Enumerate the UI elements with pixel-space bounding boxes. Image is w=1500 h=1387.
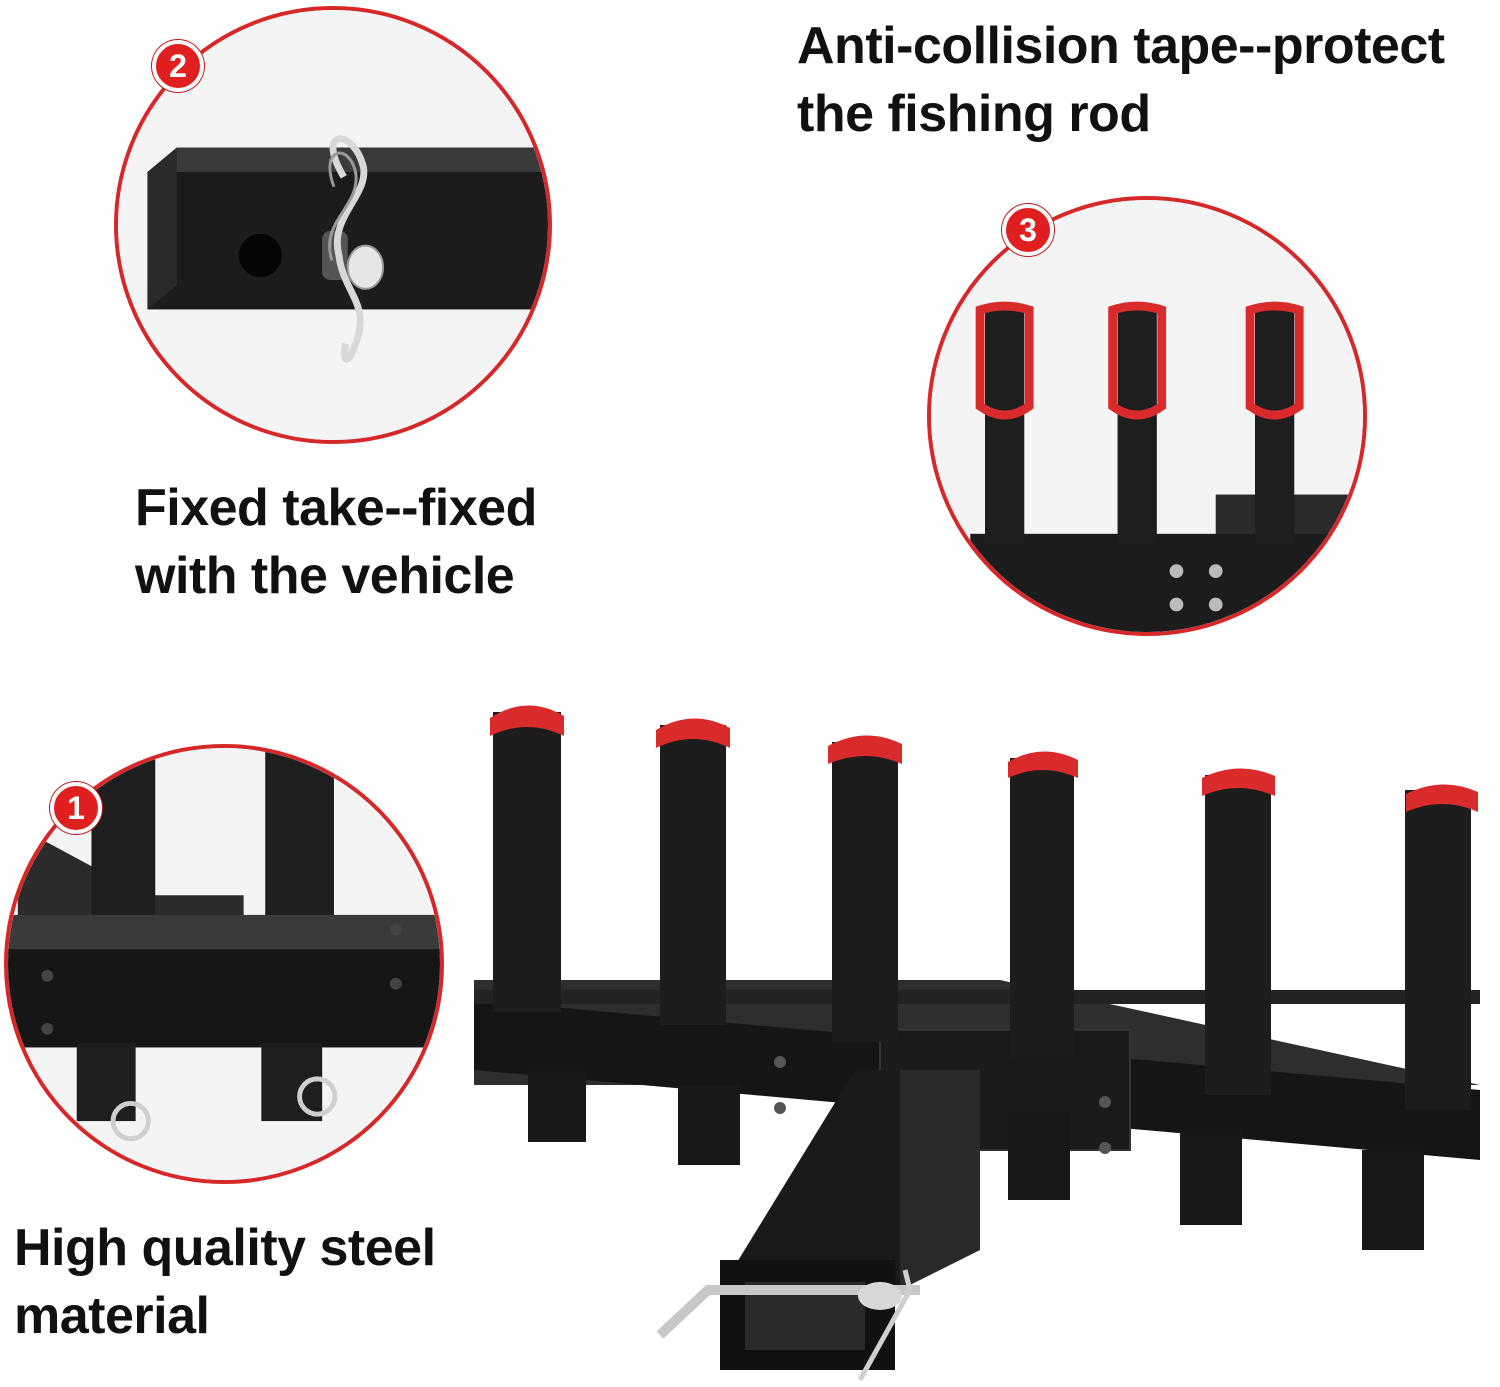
tape-3 [828,735,902,764]
caption-steel-line2: material [14,1287,210,1345]
tape-2 [656,718,730,748]
rod-tube-3 [832,742,898,1042]
rod-tube-6 [1405,790,1471,1110]
badge-number-3: 3 [1002,204,1054,256]
caption-steel-line1: High quality steel [14,1219,436,1277]
caption-fixed-take-line1: Fixed take--fixed [135,479,537,537]
badge-number-2: 2 [152,40,204,92]
rod-tube-4 [1010,758,1074,1058]
rod-tube-1 [493,712,561,1012]
tube-group [975,301,1304,544]
badge-number-1: 1 [50,782,102,834]
rod-tube-5 [1205,775,1271,1095]
detail-anti-collision-tape [927,196,1367,636]
caption-anti-collision: Anti-collision tape--protect the fishing… [797,12,1445,148]
caption-anti-collision-line1: Anti-collision tape--protect [797,17,1445,75]
caption-fixed-take: Fixed take--fixed with the vehicle [135,474,537,610]
tape-tubes-illustration [931,200,1363,632]
caption-steel: High quality steel material [14,1214,436,1350]
rod-tube-2 [660,725,726,1025]
hitch-pin [656,1285,920,1339]
rod-tubes [490,705,1478,1110]
tape-6 [1406,784,1478,812]
rod-holder-product [474,705,1480,1382]
tape-4 [1008,751,1078,778]
caption-fixed-take-line2: with the vehicle [135,547,515,605]
caption-anti-collision-line2: the fishing rod [797,85,1151,143]
tape-1 [490,705,564,736]
tape-5 [1202,768,1275,796]
